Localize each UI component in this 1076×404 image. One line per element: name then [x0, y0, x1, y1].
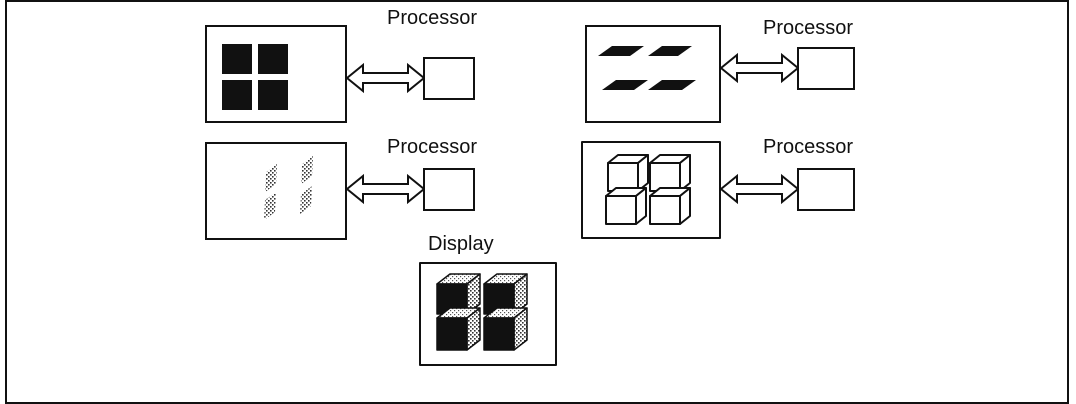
panel-stippled-slices: [205, 142, 347, 240]
panel-image-squares: [205, 25, 347, 123]
processor-box-1: [423, 57, 475, 100]
processor-label-4: Processor: [763, 136, 853, 158]
processor-label-1: Processor: [387, 7, 477, 29]
display-label: Display: [428, 233, 494, 255]
display-panel: [419, 262, 557, 366]
processor-box-2: [423, 168, 475, 211]
processor-label-2: Processor: [387, 136, 477, 158]
processor-box-4: [797, 168, 855, 211]
processor-box-3: [797, 47, 855, 90]
processor-label-3: Processor: [763, 17, 853, 39]
panel-flat-slices: [585, 25, 721, 123]
panel-wire-cubes: [581, 141, 721, 239]
